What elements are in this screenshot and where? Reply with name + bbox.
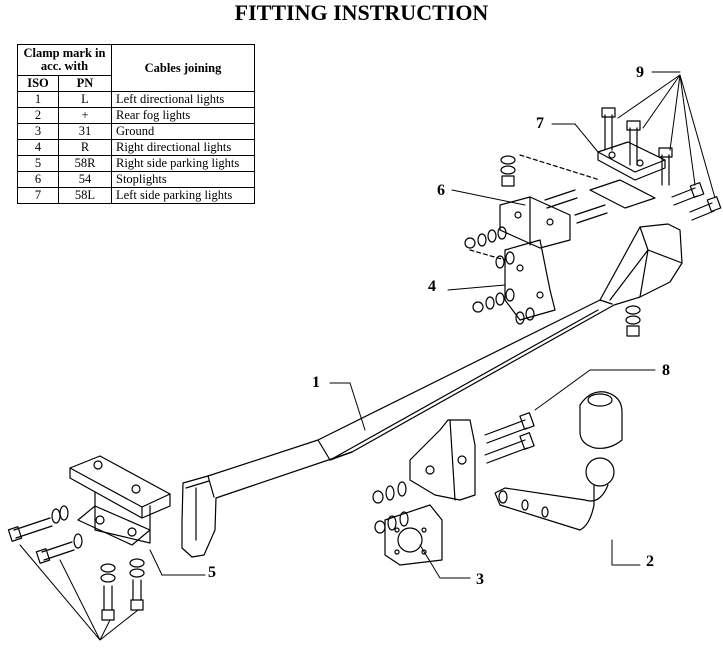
tow-ball [494, 391, 623, 531]
socket-plate [384, 504, 443, 566]
right-fasteners [464, 154, 641, 337]
center-bracket [372, 412, 535, 534]
pn-cell: 58L [58, 187, 112, 204]
pn-cell: 31 [58, 123, 112, 140]
wiring-table: Clamp mark in acc. with Cables joining I… [17, 44, 255, 204]
leader-lines [19, 71, 716, 641]
desc-cell: Right side parking lights [111, 155, 255, 172]
iso-cell: 7 [17, 187, 59, 204]
callout-3: 3 [476, 571, 484, 588]
desc-cell: Left side parking lights [111, 187, 255, 204]
crossbar [181, 223, 683, 558]
table-header-row: Clamp mark in acc. with Cables joining [17, 44, 255, 92]
page-title: FITTING INSTRUCTION [234, 0, 489, 25]
callout-2: 2 [646, 553, 654, 570]
desc-cell: Ground [111, 123, 255, 140]
right-bracket [499, 189, 608, 321]
callout-5: 5 [208, 564, 216, 581]
callout-9: 9 [636, 64, 644, 81]
top-plate [589, 107, 722, 221]
callout-7: 7 [536, 115, 544, 132]
pn-header: PN [58, 75, 112, 92]
pn-cell: 54 [58, 171, 112, 188]
clamp-header: Clamp mark in acc. with [17, 44, 112, 76]
callout-1: 1 [312, 374, 320, 391]
callout-6: 6 [437, 182, 445, 199]
cables-header: Cables joining [111, 44, 255, 92]
desc-cell: Right directional lights [111, 139, 255, 156]
left-fasteners [7, 505, 145, 621]
desc-cell: Stoplights [111, 171, 255, 188]
left-bracket [69, 455, 171, 546]
callout-4: 4 [428, 278, 436, 295]
callout-8: 8 [662, 362, 670, 379]
